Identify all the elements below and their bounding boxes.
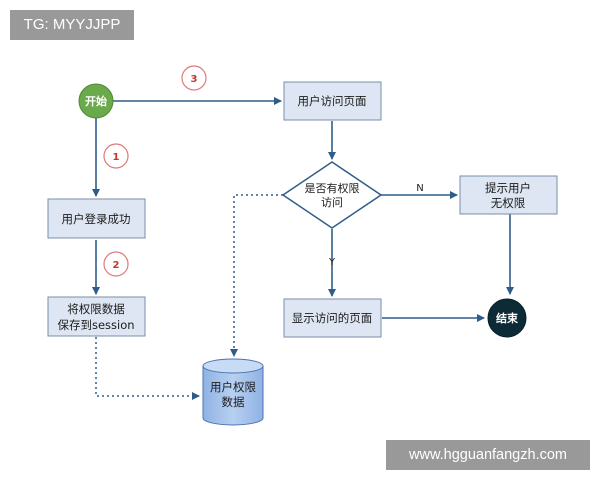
no-permission-node: 提示用户 无权限 <box>459 175 558 215</box>
start-label: 开始 <box>85 94 107 108</box>
decision-line1: 是否有权限 <box>305 181 360 195</box>
watermark-bottom-right: www.hgguanfangzh.com <box>386 440 590 470</box>
decision-line2: 访问 <box>321 196 343 209</box>
show-page-label: 显示访问的页面 <box>292 311 373 325</box>
step-badge-1: 1 <box>103 143 129 169</box>
login-success-node: 用户登录成功 <box>47 198 146 239</box>
visit-page-label: 用户访问页面 <box>298 94 367 108</box>
save-to-session-line2: 保存到session <box>57 318 134 332</box>
edge-label-no: N <box>416 183 423 194</box>
end-label: 结束 <box>495 311 519 325</box>
permission-database-line1: 用户权限 <box>210 380 256 394</box>
step-badge-2: 2 <box>103 251 129 277</box>
step-badge-2-label: 2 <box>113 260 120 271</box>
show-page-node: 显示访问的页面 <box>283 298 382 338</box>
edge-decision-to-database-dotted <box>230 194 283 357</box>
permission-database-node: 用户权限 数据 <box>202 358 264 426</box>
login-success-label: 用户登录成功 <box>62 212 131 226</box>
permission-database-line2: 数据 <box>222 395 245 409</box>
step-badge-3: 3 <box>181 65 207 91</box>
watermark-top-left: TG: MYYJJPP <box>10 10 134 40</box>
save-to-session-line1: 将权限数据 <box>67 302 125 316</box>
no-permission-line2: 无权限 <box>491 196 526 210</box>
end-node: 结束 <box>487 298 527 338</box>
step-badge-3-label: 3 <box>191 74 198 85</box>
save-to-session-node: 将权限数据 保存到session <box>47 296 146 337</box>
step-badge-1-label: 1 <box>113 152 120 163</box>
visit-page-node: 用户访问页面 <box>283 81 382 121</box>
edge-save-to-database-dotted <box>95 337 200 400</box>
no-permission-line1: 提示用户 <box>485 181 531 195</box>
start-node: 开始 <box>78 83 114 119</box>
edge-label-yes: Y <box>328 257 336 268</box>
permission-check-decision: 是否有权限 访问 <box>281 161 383 229</box>
